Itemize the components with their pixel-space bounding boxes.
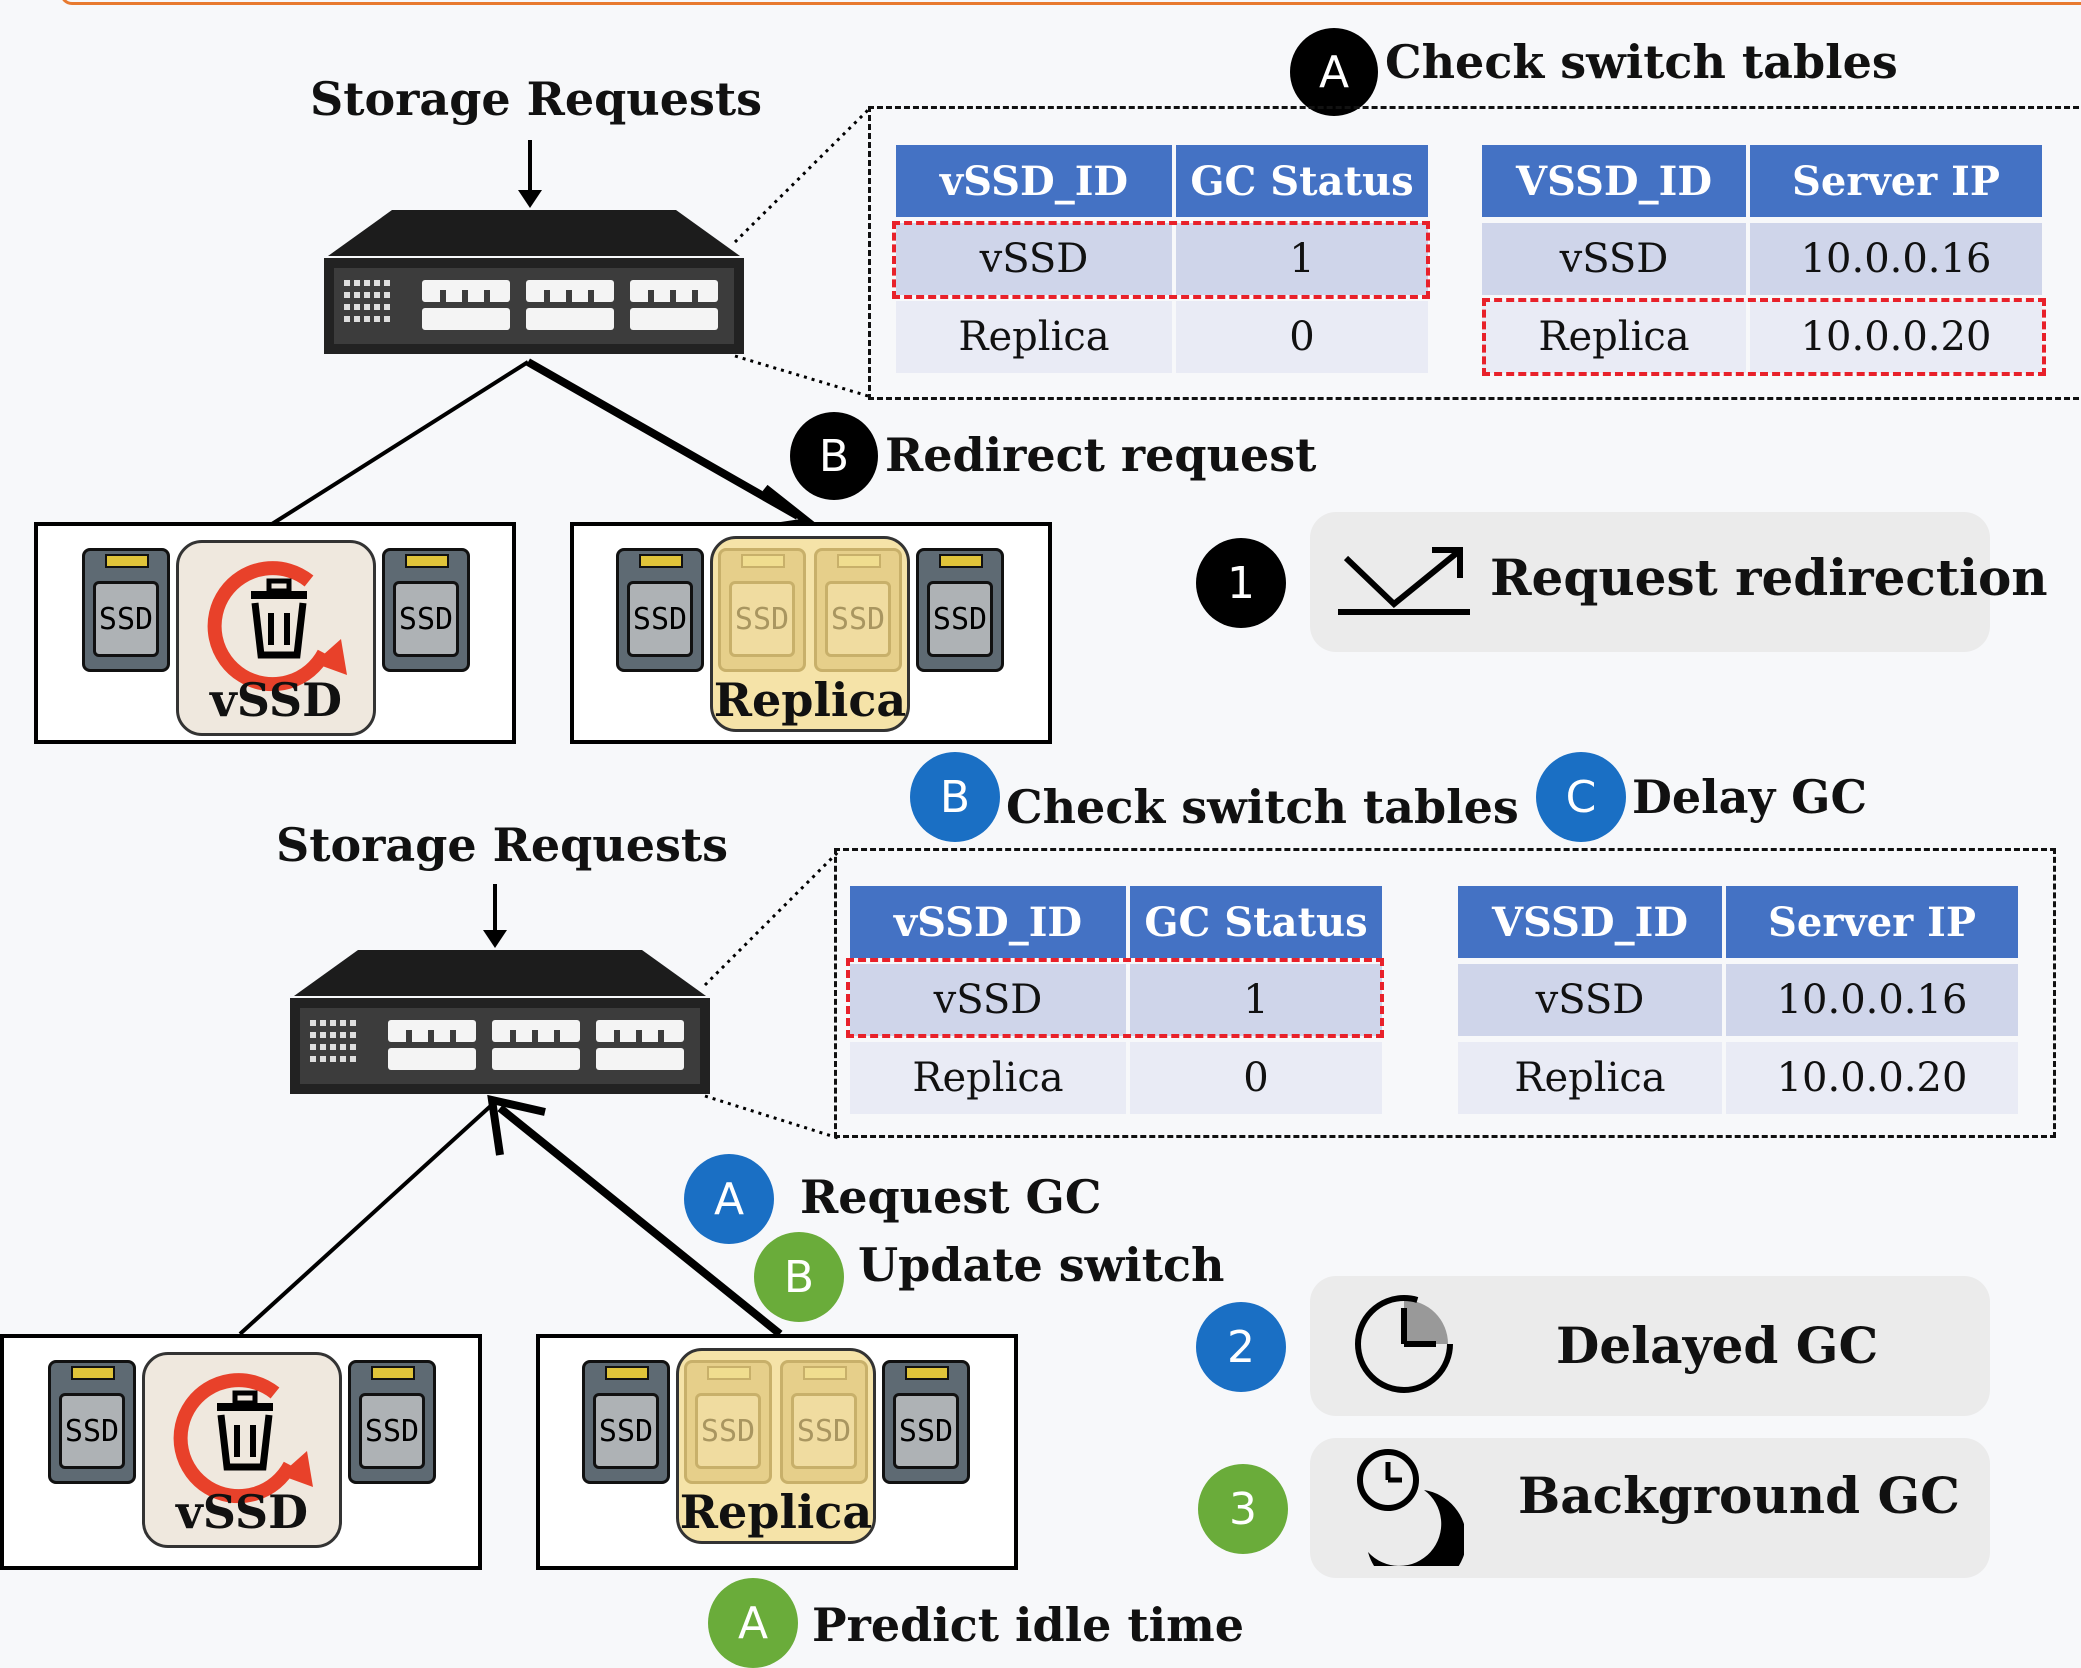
table-cell: 10.0.0.20 xyxy=(1724,1036,2018,1114)
step-badge-bottom-c: C xyxy=(1536,752,1626,842)
ssd-drive-faded: SSD xyxy=(718,548,806,672)
ssd-label: SSD xyxy=(359,1393,425,1469)
legend-badge-1: 1 xyxy=(1196,538,1286,628)
table-cell: Replica xyxy=(850,1036,1130,1114)
step-label-bottom-check-tables: Check switch tables xyxy=(1006,780,1519,834)
table-cell: 1 xyxy=(1174,217,1428,298)
legend-card-background-gc xyxy=(1310,1438,1990,1578)
table-cell: 10.0.0.16 xyxy=(1748,217,2042,298)
table-cell: vSSD xyxy=(850,958,1130,1039)
ssd-drive: SSD xyxy=(82,548,170,672)
ssd-drive: SSD xyxy=(348,1360,436,1484)
highlight-gc-row-bottom xyxy=(846,958,1384,1038)
step-label-request-gc: Request GC xyxy=(800,1170,1102,1224)
ssd-drive: SSD xyxy=(582,1360,670,1484)
table-cell: 10.0.0.16 xyxy=(1724,958,2018,1039)
table-cell: Replica xyxy=(1458,1036,1726,1114)
gc-status-table-bottom: vSSD_ID GC Status vSSD 1 Replica 0 xyxy=(850,886,1382,1114)
ssd-label: SSD xyxy=(93,581,159,657)
step-label-bottom-delay-gc: Delay GC xyxy=(1632,770,1868,824)
step-label-predict-idle: Predict idle time xyxy=(812,1598,1245,1652)
gc-vssd-bottom: vSSD xyxy=(142,1352,342,1548)
step-label-update-switch: Update switch xyxy=(858,1238,1225,1292)
server-label-replica: Replica xyxy=(679,1485,873,1539)
legend-label-background-gc: Background GC xyxy=(1518,1466,1960,1525)
legend-label-delayed-gc: Delayed GC xyxy=(1556,1316,1879,1375)
storage-requests-label-bottom: Storage Requests xyxy=(276,818,729,872)
gc-vssd-top: vSSD xyxy=(176,540,376,736)
ssd-drive-faded: SSD xyxy=(814,548,902,672)
switch-tables-panel-bottom xyxy=(834,848,2056,1138)
table-header: Server IP xyxy=(1748,145,2042,220)
step-badge-top-b: B xyxy=(790,412,878,500)
gc-status-table-top: vSSD_ID GC Status vSSD 1 Replica 0 xyxy=(896,145,1428,373)
table-cell: Replica xyxy=(896,295,1176,373)
table-cell: 0 xyxy=(1128,1036,1382,1114)
table-cell: vSSD xyxy=(1458,958,1726,1039)
table-cell: 1 xyxy=(1128,958,1382,1039)
switch-tables-panel-top xyxy=(868,106,2081,400)
table-header: VSSD_ID xyxy=(1458,886,1726,961)
table-cell: 0 xyxy=(1174,295,1428,373)
table-header: GC Status xyxy=(1128,886,1382,961)
legend-badge-2: 2 xyxy=(1196,1302,1286,1392)
server-ip-table-bottom: VSSD_ID Server IP vSSD 10.0.0.16 Replica… xyxy=(1458,886,2018,1114)
legend-badge-3: 3 xyxy=(1198,1464,1288,1554)
ssd-drive: SSD xyxy=(616,548,704,672)
table-header: VSSD_ID xyxy=(1482,145,1750,220)
ssd-label: SSD xyxy=(893,1393,959,1469)
highlight-gc-row-top xyxy=(892,221,1430,299)
table-header: GC Status xyxy=(1174,145,1428,220)
legend-label-request-redirection: Request redirection xyxy=(1490,548,2048,607)
ssd-label: SSD xyxy=(593,1393,659,1469)
step-label-top-redirect: Redirect request xyxy=(885,428,1317,482)
step-badge-bottom-a: A xyxy=(684,1154,774,1244)
ssd-label: SSD xyxy=(927,581,993,657)
ssd-drive-faded: SSD xyxy=(684,1360,772,1484)
ssd-label: SSD xyxy=(627,581,693,657)
ssd-drive: SSD xyxy=(882,1360,970,1484)
ssd-label: SSD xyxy=(59,1393,125,1469)
ssd-drive: SSD xyxy=(48,1360,136,1484)
table-header: vSSD_ID xyxy=(896,145,1176,220)
ssd-label: SSD xyxy=(729,581,795,657)
table-header: Server IP xyxy=(1724,886,2018,961)
ssd-drive: SSD xyxy=(916,548,1004,672)
ssd-label: SSD xyxy=(695,1393,761,1469)
server-label-vssd: vSSD xyxy=(209,673,343,727)
step-badge-top-a: A xyxy=(1290,28,1378,116)
ssd-drive: SSD xyxy=(382,548,470,672)
highlight-replica-row-top xyxy=(1482,298,2046,376)
step-label-top-check-tables: Check switch tables xyxy=(1385,35,1898,89)
moon-clock-icon xyxy=(1357,1449,1464,1566)
ssd-label: SSD xyxy=(393,581,459,657)
redirect-icon xyxy=(1338,547,1470,615)
network-switch-bottom xyxy=(288,948,712,1098)
server-label-replica: Replica xyxy=(713,673,907,727)
table-cell: vSSD xyxy=(1482,217,1750,298)
step-badge-bottom-green-a: A xyxy=(708,1578,798,1668)
step-badge-bottom-b: B xyxy=(910,752,1000,842)
ssd-label: SSD xyxy=(825,581,891,657)
ssd-drive-faded: SSD xyxy=(780,1360,868,1484)
storage-requests-label-top: Storage Requests xyxy=(310,72,763,126)
step-badge-bottom-green-b: B xyxy=(754,1232,844,1322)
clock-icon xyxy=(1355,1295,1453,1393)
ssd-label: SSD xyxy=(791,1393,857,1469)
server-label-vssd: vSSD xyxy=(175,1485,309,1539)
network-switch-top xyxy=(322,208,746,358)
table-header: vSSD_ID xyxy=(850,886,1130,961)
